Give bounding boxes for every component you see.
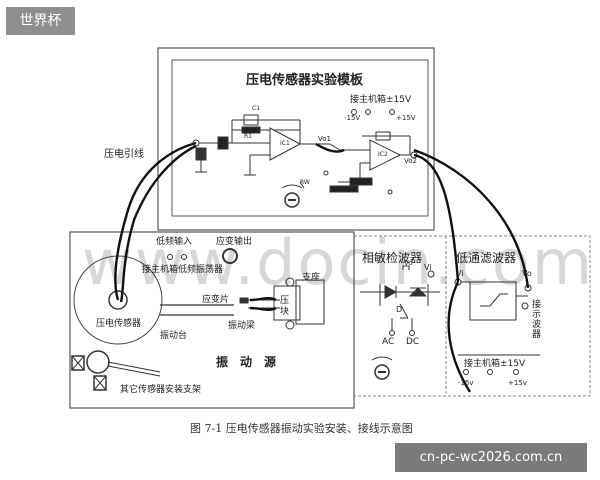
board-ic1-label: IC1 bbox=[280, 140, 290, 147]
other-mount bbox=[71, 350, 161, 391]
rw-knob bbox=[281, 181, 305, 208]
detector-vi-label: Vi bbox=[424, 263, 432, 272]
source-tag: cn-pc-wc2026.com.cn bbox=[395, 443, 587, 472]
piezo-lead-cable bbox=[114, 141, 197, 301]
detector-circuit bbox=[360, 265, 440, 380]
lowfreq-input-terminal[interactable] bbox=[167, 254, 173, 260]
vo2-to-lowpass-cable bbox=[413, 153, 460, 283]
figure-caption: 图 7-1 压电传感器振动实验安装、接线示意图 bbox=[190, 422, 413, 435]
lowpass-circuit bbox=[454, 278, 540, 375]
connect-lowfreq-label: 接主机箱低频振荡器 bbox=[142, 265, 224, 275]
background-watermark: www.docin.com bbox=[82, 226, 595, 299]
board-minus15-terminal[interactable] bbox=[351, 109, 357, 115]
detector-dc-label: DC bbox=[406, 337, 420, 347]
board-power-label: 接主机箱±15V bbox=[350, 95, 412, 105]
strain-output-label: 应变输出 bbox=[216, 237, 253, 247]
piezo-sensor-label: 压电传感器 bbox=[96, 319, 142, 329]
platform-frame bbox=[69, 231, 355, 409]
vibration-source-label: 振动源 bbox=[216, 355, 289, 369]
board-ic2-label: IC2 bbox=[378, 151, 388, 158]
board-rw-label: RW bbox=[300, 179, 310, 186]
strain-gauge-label: 应变片 bbox=[202, 295, 230, 305]
connect-display-label: 接示波器 bbox=[532, 300, 542, 340]
board-plus15-label: +15V bbox=[396, 114, 416, 122]
strain-output-socket[interactable] bbox=[222, 248, 238, 264]
lowpass-plus15-label: +15v bbox=[508, 379, 527, 387]
board-frame bbox=[157, 47, 435, 231]
board-vo2-label: Vo2 bbox=[404, 157, 417, 165]
other-mount-label: 其它传感器安装支架 bbox=[120, 385, 202, 395]
detector-title: 相敏检波器 bbox=[362, 251, 423, 265]
block-and-bracket bbox=[273, 277, 325, 330]
board-inner-frame bbox=[171, 59, 429, 217]
detector-d-label: D bbox=[396, 305, 403, 314]
vibration-beam-label: 振动梁 bbox=[228, 321, 256, 331]
lowpass-vo-label: Vo bbox=[522, 269, 532, 278]
board-title: 压电传感器实验模板 bbox=[246, 73, 364, 88]
cables bbox=[114, 141, 530, 393]
board-minus15-label: -15V bbox=[344, 114, 361, 122]
bracket-label: 支座 bbox=[302, 273, 321, 283]
board-c1-label: C1 bbox=[252, 105, 261, 112]
detector-ac-label: AC bbox=[382, 337, 395, 347]
lowpass-power-label: 接主机箱±15V bbox=[464, 359, 526, 369]
amplifier-2-circuit bbox=[318, 131, 418, 195]
vo2-to-detector-cable bbox=[413, 148, 530, 289]
board-plus15-terminal[interactable] bbox=[389, 109, 395, 115]
amplifier-1-circuit bbox=[192, 114, 318, 176]
vibration-table bbox=[73, 255, 234, 345]
block-label: 压块 bbox=[280, 296, 290, 317]
lowpass-minus15-label: -15v bbox=[458, 379, 474, 387]
lowfreq-ground-terminal[interactable] bbox=[181, 254, 187, 260]
lowpass-title: 低通滤波器 bbox=[456, 251, 517, 265]
board-vo1-label: Vo1 bbox=[318, 135, 331, 143]
detector-vo-label: Vo bbox=[404, 259, 413, 267]
board-r1-label: R1 bbox=[244, 133, 252, 140]
vibration-table-label: 振动台 bbox=[160, 331, 188, 341]
lowfreq-input-label: 低频输入 bbox=[156, 237, 193, 247]
lowpass-vi-label: Vi bbox=[456, 269, 464, 278]
lowpass-return-cable bbox=[447, 281, 472, 393]
piezo-lead-label: 压电引线 bbox=[104, 149, 144, 160]
watermark-tag: 世界杯 bbox=[6, 7, 75, 35]
board-ground-terminal[interactable] bbox=[365, 109, 371, 115]
